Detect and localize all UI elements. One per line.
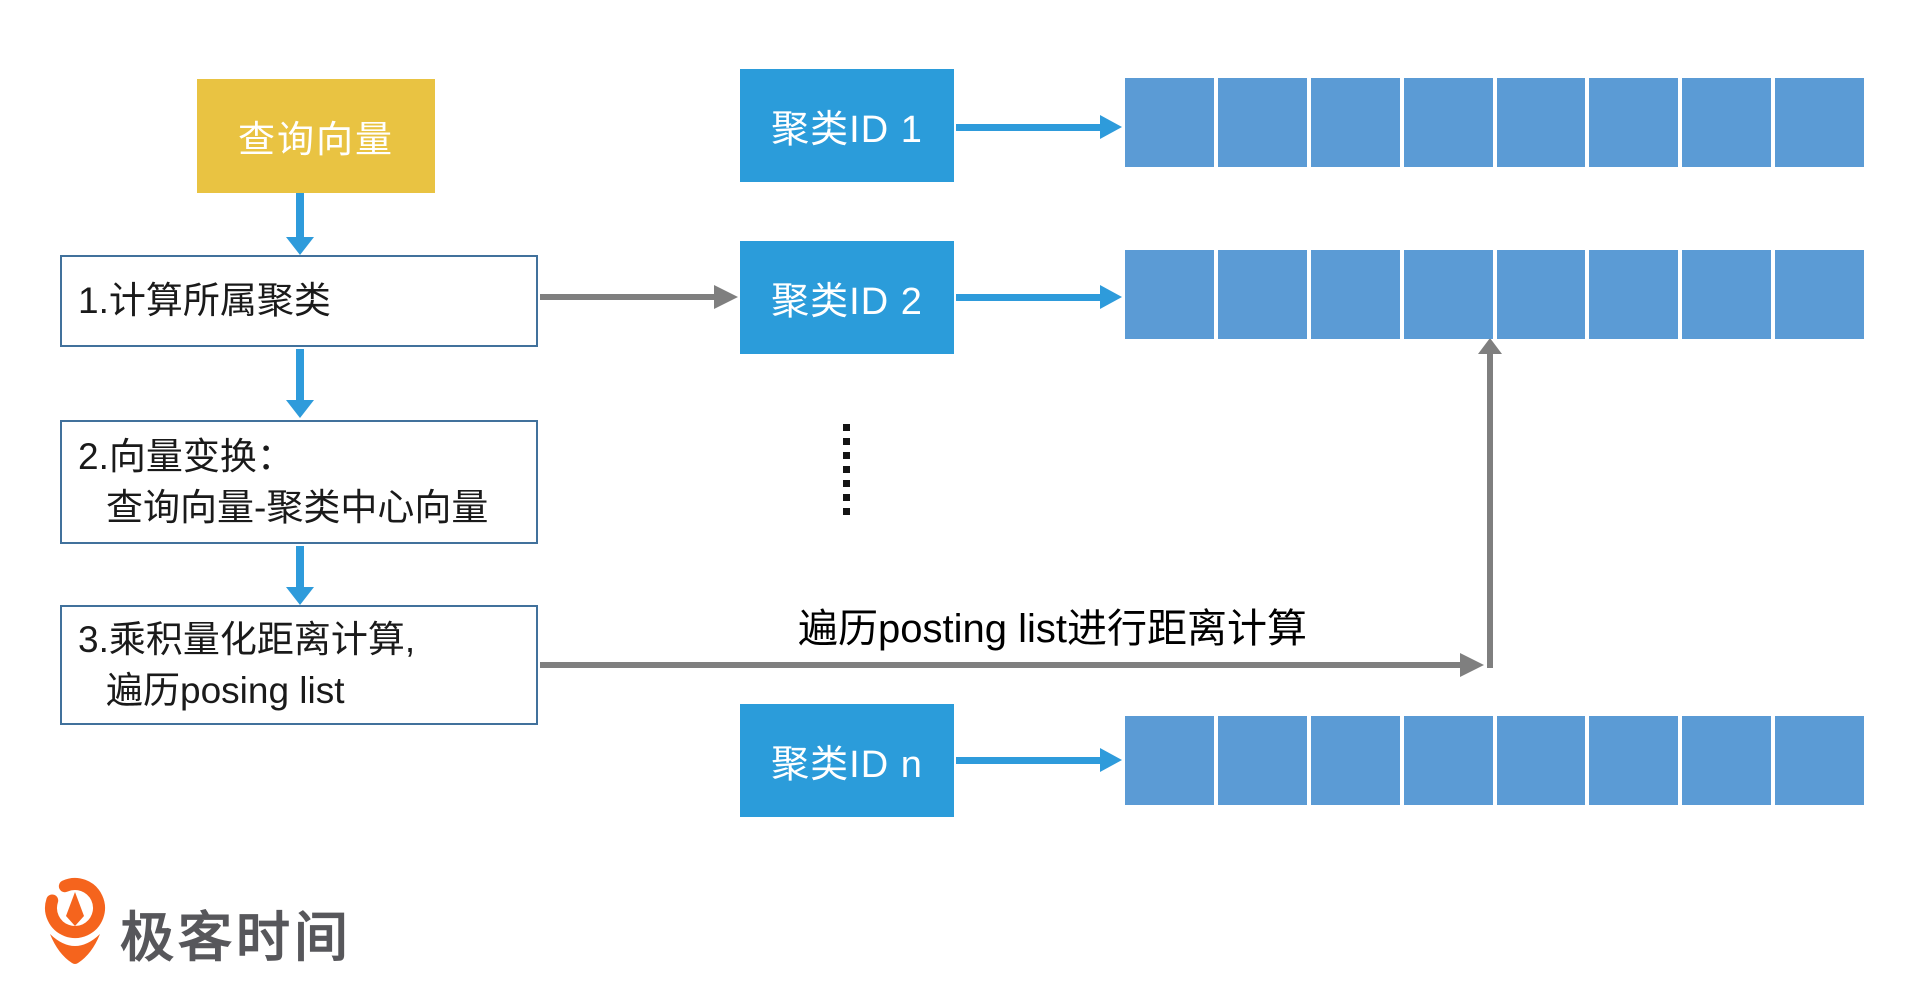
gray-line-up-to-postinglist-head [1478, 338, 1502, 354]
arrow-down-step2-to-step3-head [286, 587, 314, 605]
cluster-id-box-2: 聚类ID 2 [740, 241, 954, 354]
posting-list-cell [1217, 78, 1307, 167]
arrow-cluster-to-postinglist-head-3 [1100, 748, 1122, 772]
ellipsis-dot [843, 494, 850, 501]
ellipsis-dot [843, 466, 850, 473]
arrow-down-step2-to-step3 [296, 546, 304, 587]
arrow-down-query-to-step1-head [286, 237, 314, 255]
posting-list-cell [1125, 716, 1214, 805]
traverse-annotation-label: 遍历posting list进行距离计算 [798, 607, 1307, 651]
arrow-cluster-to-postinglist-head-2 [1100, 285, 1122, 309]
arrow-cluster-to-postinglist-2 [956, 294, 1100, 301]
gray-arrow-step1-to-cluster2 [540, 294, 716, 300]
posting-list-row-3 [1125, 716, 1864, 805]
posting-list-cell [1125, 78, 1214, 167]
posting-list-cell [1589, 250, 1679, 339]
arrow-cluster-to-postinglist-head-1 [1100, 115, 1122, 139]
step1-box: 1.计算所属聚类 [60, 255, 538, 347]
posting-list-cell [1403, 716, 1493, 805]
step3-line1: 3.乘积量化距离计算, [78, 618, 416, 660]
query-vector-box: 查询向量 [197, 79, 435, 193]
posting-list-cell [1775, 716, 1864, 805]
step2-box: 2.向量变换： 查询向量-聚类中心向量 [60, 420, 538, 544]
posting-list-cell [1310, 78, 1400, 167]
step1-line1: 1.计算所属聚类 [78, 280, 331, 322]
posting-list-cell [1496, 78, 1586, 167]
arrow-cluster-to-postinglist-1 [956, 124, 1100, 131]
posting-list-cell [1403, 78, 1493, 167]
ellipsis-dot [843, 452, 850, 459]
cluster-id-box-1: 聚类ID 1 [740, 69, 954, 182]
posting-list-cell [1682, 78, 1772, 167]
cluster-id-box-3: 聚类ID n [740, 704, 954, 817]
geektime-logo-icon [45, 878, 105, 964]
posting-list-cell [1682, 716, 1772, 805]
posting-list-cell [1310, 250, 1400, 339]
geektime-logo-text: 极客时间 [120, 908, 352, 968]
arrow-down-step1-to-step2-head [286, 400, 314, 418]
gray-line-up-to-postinglist [1487, 352, 1493, 668]
ellipsis-dot [843, 438, 850, 445]
posting-list-row-1 [1125, 78, 1864, 167]
arrow-down-step1-to-step2 [296, 349, 304, 400]
posting-list-cell [1775, 250, 1864, 339]
ellipsis-dot [843, 480, 850, 487]
posting-list-cell [1125, 250, 1214, 339]
posting-list-cell [1496, 250, 1586, 339]
posting-list-cell [1217, 716, 1307, 805]
posting-list-cell [1682, 250, 1772, 339]
gray-line-step3-traverse-head [1460, 653, 1484, 677]
gray-arrow-step1-to-cluster2-head [714, 285, 738, 309]
ellipsis-dot [843, 508, 850, 515]
posting-list-cell [1589, 78, 1679, 167]
step3-line2: 遍历posing list [106, 670, 345, 711]
gray-line-step3-traverse [540, 662, 1462, 668]
step2-line1: 2.向量变换： [78, 435, 294, 477]
posting-list-cell [1403, 250, 1493, 339]
ellipsis-dot [843, 424, 850, 431]
step2-line2: 查询向量-聚类中心向量 [106, 487, 489, 528]
posting-list-row-2 [1125, 250, 1864, 339]
posting-list-cell [1496, 716, 1586, 805]
arrow-down-query-to-step1 [296, 193, 304, 237]
posting-list-cell [1775, 78, 1864, 167]
posting-list-cell [1589, 716, 1679, 805]
posting-list-cell [1310, 716, 1400, 805]
arrow-cluster-to-postinglist-3 [956, 757, 1100, 764]
step3-box: 3.乘积量化距离计算, 遍历posing list [60, 605, 538, 725]
posting-list-cell [1217, 250, 1307, 339]
